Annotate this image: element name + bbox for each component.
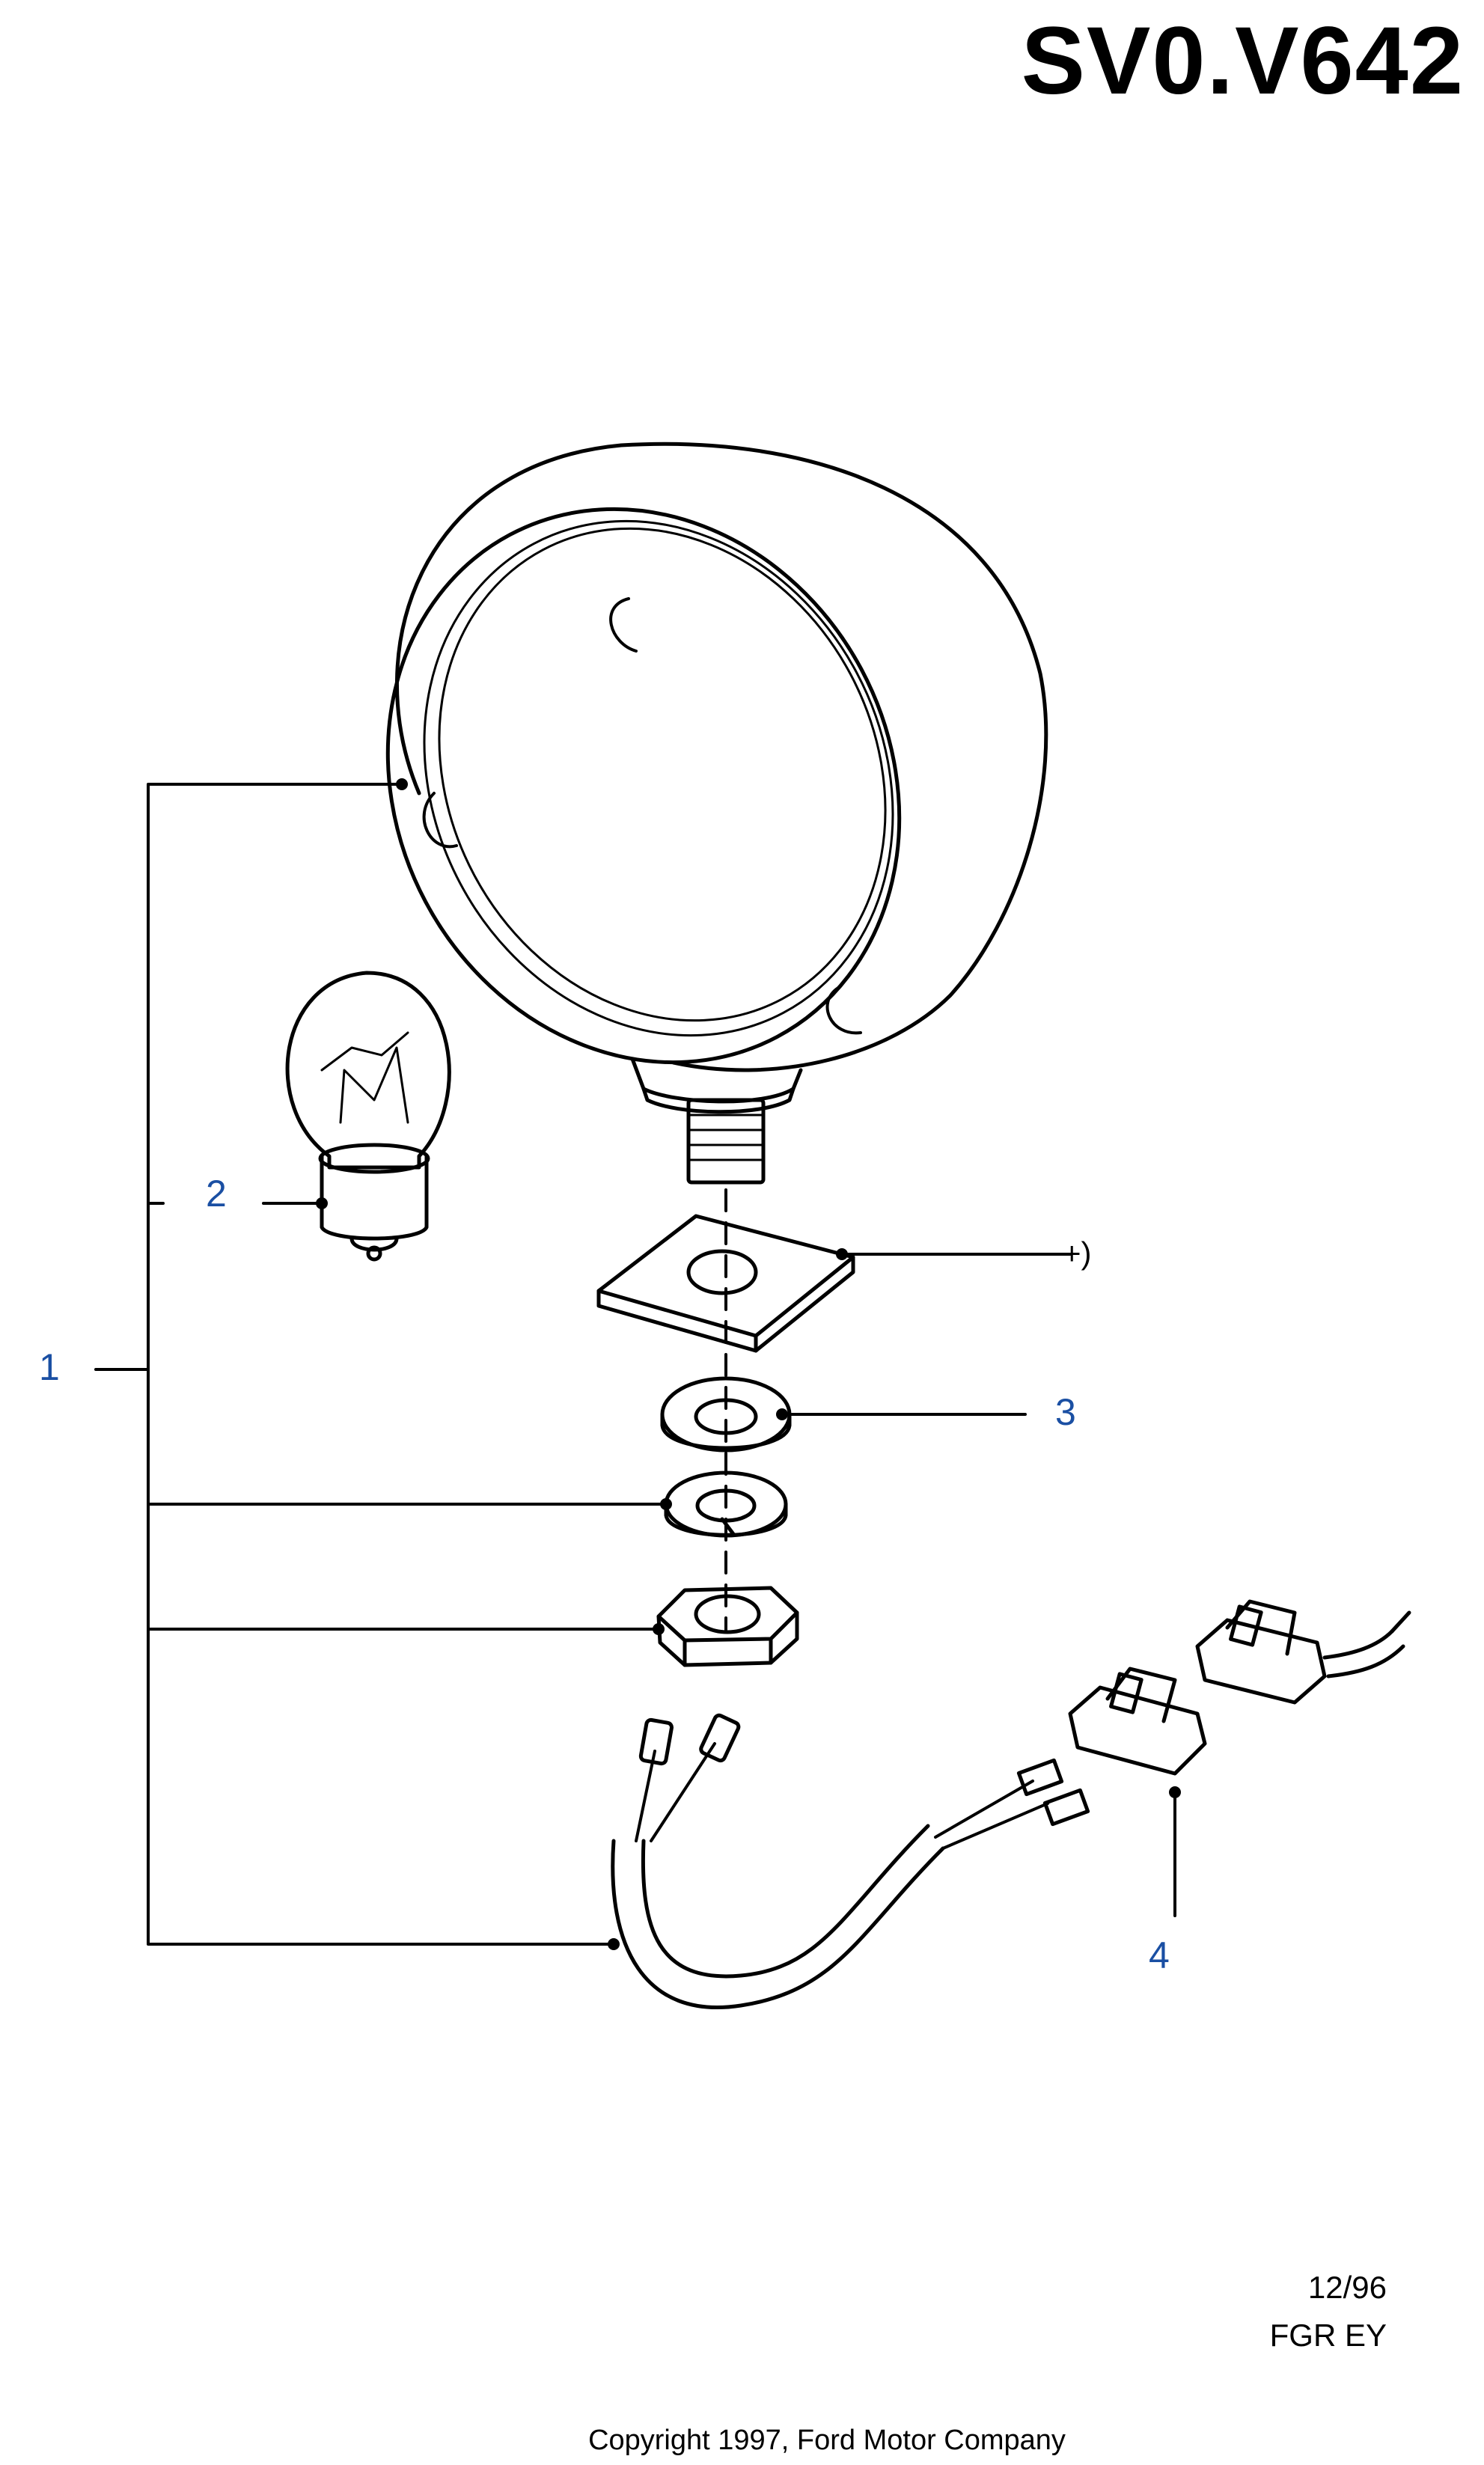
diagram-code: SV0.V642 [1021, 7, 1465, 114]
bulb [285, 971, 451, 1262]
connector-pair [1068, 1599, 1411, 1776]
threaded-stud [686, 1098, 766, 1185]
leader-lines [94, 778, 1181, 1950]
callout-3: 3 [1055, 1391, 1076, 1433]
callout-1: 1 [39, 1346, 60, 1388]
revision-date: 12/96 [1307, 2270, 1387, 2305]
spring-washer [664, 1470, 788, 1538]
lamp-housing [385, 442, 1048, 1185]
note-plus-marker: +) [1063, 1235, 1092, 1271]
square-gasket [596, 1214, 855, 1353]
wiring-harness [611, 1713, 1090, 2009]
hex-nut [656, 1586, 799, 1667]
copyright-notice: Copyright 1997, Ford Motor Company [588, 2425, 1066, 2456]
callout-2: 2 [206, 1173, 227, 1215]
callout-4: 4 [1149, 1934, 1170, 1976]
region-codes: FGR EY [1269, 2318, 1387, 2353]
